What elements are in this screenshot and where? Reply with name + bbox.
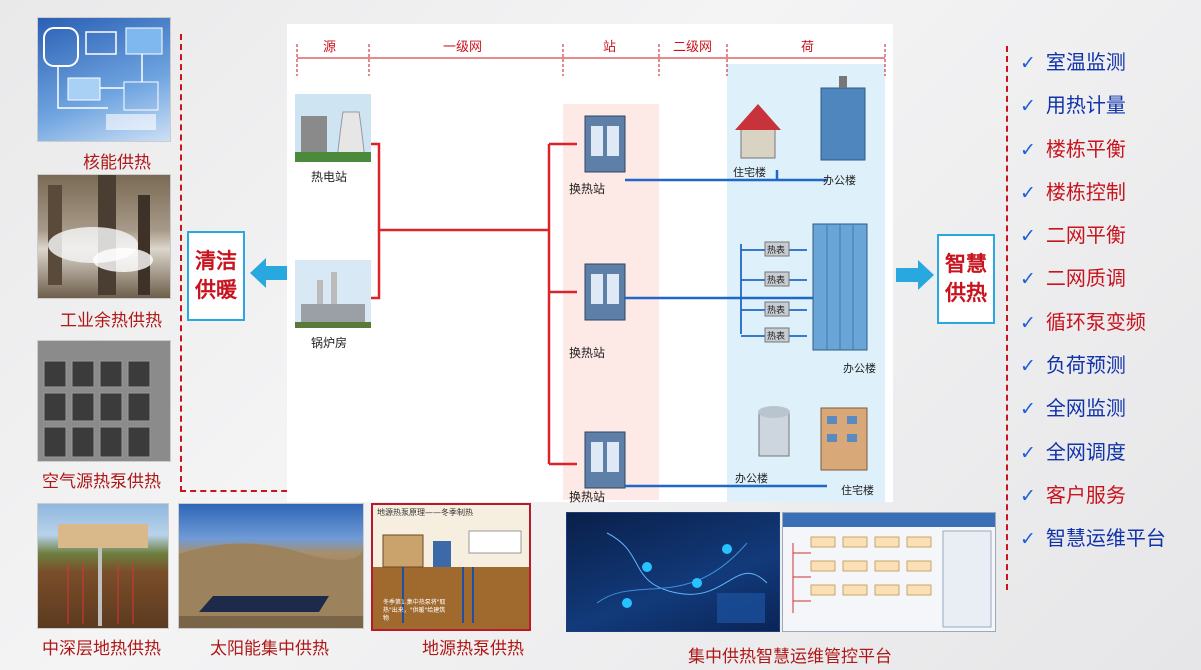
right-divider bbox=[1006, 46, 1008, 590]
feature-label: 循环泵变频 bbox=[1045, 309, 1146, 334]
power-plant-icon bbox=[295, 94, 371, 162]
feature-item: ✓ 负荷预测 bbox=[1020, 349, 1166, 392]
feature-item: ✓ 室温监测 bbox=[1020, 46, 1166, 89]
feature-label: 全网调度 bbox=[1045, 439, 1126, 464]
check-icon: ✓ bbox=[1020, 225, 1036, 248]
check-icon: ✓ bbox=[1020, 398, 1036, 421]
ground-source-note: 冬季第1.集中热泵将"取热"出来，"供暖"给建筑物 bbox=[383, 599, 446, 622]
feature-label: 二网平衡 bbox=[1045, 223, 1126, 248]
feature-list: ✓ 室温监测 ✓ 用热计量 ✓ 楼栋平衡 ✓ 楼栋控制 ✓ 二网平衡 ✓ 二网质调 ✓ 循环泵变频 ✓ 负荷预… bbox=[1020, 46, 1166, 566]
check-icon: ✓ bbox=[1020, 311, 1036, 334]
right-arrow-icon bbox=[896, 260, 934, 290]
meter-label-4: 热表 bbox=[767, 332, 786, 342]
nuclear-photo bbox=[37, 17, 171, 142]
check-icon: ✓ bbox=[1020, 484, 1036, 507]
check-icon: ✓ bbox=[1020, 268, 1036, 291]
meter-label-1: 热表 bbox=[767, 246, 786, 256]
solar-photo bbox=[178, 503, 364, 629]
solar-caption: 太阳能集中供热 bbox=[210, 639, 329, 659]
boiler-room-label: 锅炉房 bbox=[311, 336, 348, 350]
feature-item: ✓ 楼栋平衡 bbox=[1020, 133, 1166, 176]
smart-heating-box: 智慧 供热 bbox=[937, 234, 995, 324]
apartment-icon bbox=[820, 407, 868, 471]
feature-label: 客户服务 bbox=[1045, 482, 1126, 507]
feature-label: 负荷预测 bbox=[1045, 353, 1126, 378]
check-icon: ✓ bbox=[1020, 355, 1036, 378]
ground-source-caption: 地源热泵供热 bbox=[422, 639, 524, 659]
left-divider bbox=[180, 34, 182, 492]
industrial-caption: 工业余热供热 bbox=[60, 311, 162, 331]
meter-label-2: 热表 bbox=[767, 276, 786, 286]
industrial-photo bbox=[37, 174, 171, 299]
ground-source-photo: 地源热泵原理——冬季制热 冬季第1.集中热泵将"取热"出来，"供暖"给建筑物 bbox=[371, 503, 531, 631]
segment-station: 站 bbox=[603, 40, 617, 55]
station-label-1: 换热站 bbox=[569, 182, 606, 196]
check-icon: ✓ bbox=[1020, 52, 1036, 74]
boiler-room-icon bbox=[295, 260, 371, 328]
smart-heating-line1: 智慧 bbox=[945, 252, 987, 276]
check-icon: ✓ bbox=[1020, 95, 1036, 118]
segment-primary: 一级网 bbox=[443, 40, 483, 55]
geothermal-caption: 中深层地热供热 bbox=[42, 639, 161, 659]
geothermal-photo bbox=[37, 503, 169, 629]
segment-secondary: 二级网 bbox=[673, 40, 713, 55]
platform-caption: 集中供热智慧运维管控平台 bbox=[688, 647, 892, 667]
station-label-3: 换热站 bbox=[569, 490, 606, 504]
feature-label: 全网监测 bbox=[1045, 396, 1126, 421]
feature-label: 楼栋平衡 bbox=[1045, 136, 1126, 161]
residential-label-1: 住宅楼 bbox=[733, 166, 766, 179]
feature-label: 楼栋控制 bbox=[1045, 179, 1126, 204]
segment-load: 荷 bbox=[801, 40, 815, 55]
platform-topology-screen bbox=[782, 512, 996, 632]
clean-heating-box: 清洁 供暖 bbox=[187, 231, 245, 321]
segment-source: 源 bbox=[323, 40, 337, 55]
clean-heating-line2: 供暖 bbox=[195, 278, 237, 302]
office-label-2: 办公楼 bbox=[843, 362, 876, 375]
office-tower-icon bbox=[820, 76, 866, 161]
check-icon: ✓ bbox=[1020, 181, 1036, 204]
platform-dashboard-screen bbox=[566, 512, 780, 632]
feature-label: 室温监测 bbox=[1045, 50, 1126, 74]
feature-item: ✓ 全网监测 bbox=[1020, 392, 1166, 435]
check-icon: ✓ bbox=[1020, 441, 1036, 464]
air-source-photo bbox=[37, 340, 171, 462]
office-tall-icon bbox=[812, 223, 868, 351]
office-small-icon bbox=[758, 406, 790, 457]
office-label-1: 办公楼 bbox=[823, 174, 856, 187]
meter-label-3: 热表 bbox=[767, 306, 786, 316]
ground-source-title: 地源热泵原理——冬季制热 bbox=[377, 508, 473, 517]
feature-item: ✓ 全网调度 bbox=[1020, 436, 1166, 479]
feature-item: ✓ 二网平衡 bbox=[1020, 219, 1166, 262]
smart-heating-line2: 供热 bbox=[945, 281, 987, 305]
check-icon: ✓ bbox=[1020, 138, 1036, 161]
feature-item: ✓ 智慧运维平台 bbox=[1020, 522, 1166, 565]
clean-heating-line1: 清洁 bbox=[195, 249, 237, 273]
feature-item: ✓ 客户服务 bbox=[1020, 479, 1166, 522]
check-icon: ✓ bbox=[1020, 528, 1036, 551]
nuclear-caption: 核能供热 bbox=[83, 153, 151, 173]
feature-label: 智慧运维平台 bbox=[1045, 526, 1166, 551]
house-icon bbox=[735, 104, 781, 159]
network-diagram: 源 一级网 站 二级网 荷 热电站 锅炉房 换热站 换热站 换热站 住宅楼 办公… bbox=[287, 24, 893, 504]
feature-item: ✓ 楼栋控制 bbox=[1020, 176, 1166, 219]
power-plant-label: 热电站 bbox=[311, 170, 348, 184]
residential-label-2: 住宅楼 bbox=[841, 484, 874, 497]
station-label-2: 换热站 bbox=[569, 346, 606, 360]
air-source-caption: 空气源热泵供热 bbox=[42, 472, 161, 492]
feature-item: ✓ 二网质调 bbox=[1020, 262, 1166, 305]
feature-label: 用热计量 bbox=[1045, 93, 1126, 118]
left-arrow-icon bbox=[250, 258, 288, 288]
feature-item: ✓ 用热计量 bbox=[1020, 89, 1166, 132]
feature-label: 二网质调 bbox=[1045, 266, 1126, 291]
feature-item: ✓ 循环泵变频 bbox=[1020, 306, 1166, 349]
office-label-3: 办公楼 bbox=[735, 472, 768, 485]
